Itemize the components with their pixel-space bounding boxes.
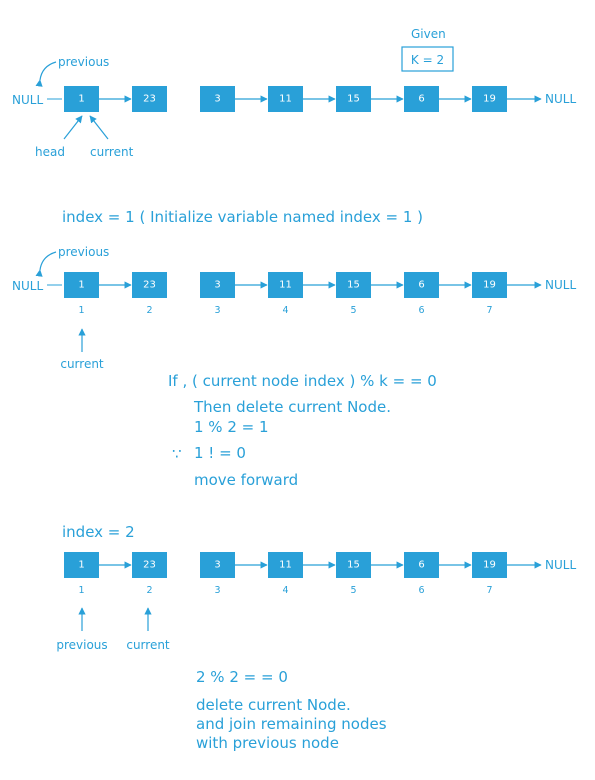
list-node-23: [132, 86, 167, 112]
node-value: 11: [279, 94, 292, 105]
node-value: 23: [143, 94, 156, 105]
node-value: 1: [78, 280, 84, 291]
node-index: 2: [146, 585, 152, 596]
action-line-1: delete current Node.: [196, 696, 351, 714]
node-value: 15: [347, 280, 360, 291]
node-index: 1: [78, 305, 84, 316]
section2-title: index = 1 ( Initialize variable named in…: [62, 208, 423, 226]
node-value: 11: [279, 560, 292, 571]
node-value: 6: [418, 560, 424, 571]
node-index: 5: [350, 585, 356, 596]
node-index: 6: [418, 305, 424, 316]
action-line-3: with previous node: [196, 734, 339, 752]
previous-label: previous: [58, 55, 109, 69]
action-text: move forward: [194, 471, 298, 489]
node-value: 19: [483, 560, 496, 571]
node-index: 1: [78, 585, 84, 596]
head-pointer-arrow: [63, 115, 83, 140]
node-index: 7: [486, 305, 492, 316]
list-node-19: [472, 552, 507, 578]
null-right: NULL: [545, 558, 576, 572]
head-label: head: [35, 145, 65, 159]
current-label: current: [60, 357, 104, 371]
list-node-3: [200, 552, 235, 578]
node-index: 4: [282, 305, 288, 316]
null-left: NULL: [12, 93, 43, 107]
calc-text: 2 % 2 = = 0: [196, 668, 288, 686]
node-value: 11: [279, 280, 292, 291]
previous-pointer-arrow: [35, 61, 57, 87]
list-node-19: [472, 86, 507, 112]
null-right: NULL: [545, 278, 576, 292]
previous-pointer-arrow: [35, 251, 57, 277]
list-node-3: [200, 272, 235, 298]
node-value: 3: [214, 280, 220, 291]
current-label: current: [126, 638, 170, 652]
list-node-6: [404, 272, 439, 298]
node-value: 3: [214, 560, 220, 571]
list-node-6: [404, 86, 439, 112]
node-value: 19: [483, 94, 496, 105]
node-value: 3: [214, 94, 220, 105]
section3-title: index = 2: [62, 523, 135, 541]
node-value: 15: [347, 560, 360, 571]
node-value: 19: [483, 280, 496, 291]
list-node-11: [268, 272, 303, 298]
node-value: 1: [78, 94, 84, 105]
node-row: 1 23 3 11 15 6 19 NULL: [47, 86, 576, 112]
action-line-2: and join remaining nodes: [196, 715, 387, 733]
given-label: Given: [411, 27, 446, 41]
list-node-1: [64, 272, 99, 298]
list-node-23: [132, 272, 167, 298]
node-value: 6: [418, 94, 424, 105]
node-index: 7: [486, 585, 492, 596]
list-node-6: [404, 552, 439, 578]
node-index: 2: [146, 305, 152, 316]
list-node-1: [64, 86, 99, 112]
list-node-11: [268, 552, 303, 578]
node-index: 3: [214, 305, 220, 316]
node-value: 23: [143, 280, 156, 291]
list-node-11: [268, 86, 303, 112]
node-index: 5: [350, 305, 356, 316]
list-node-1: [64, 552, 99, 578]
calc-text: 1 % 2 = 1: [194, 418, 269, 436]
node-value: 1: [78, 560, 84, 571]
list-node-15: [336, 552, 371, 578]
because-symbol: ∵: [172, 445, 182, 463]
given-value: K = 2: [411, 53, 444, 67]
section-1: Given K = 2 previous NULL 1 23 3 11 15 6 19 NUL…: [12, 27, 576, 159]
condition-text: If , ( current node index ) % k = = 0: [168, 372, 437, 390]
list-node-15: [336, 272, 371, 298]
node-index: 3: [214, 585, 220, 596]
null-right: NULL: [545, 92, 576, 106]
null-left: NULL: [12, 279, 43, 293]
then-text: Then delete current Node.: [193, 398, 391, 416]
given-box: [401, 46, 454, 72]
list-node-23: [132, 552, 167, 578]
previous-label: previous: [58, 245, 109, 259]
node-index: 6: [418, 585, 424, 596]
list-node-19: [472, 272, 507, 298]
node-value: 15: [347, 94, 360, 105]
list-node-3: [200, 86, 235, 112]
node-value: 6: [418, 280, 424, 291]
because-text: 1 ! = 0: [194, 444, 246, 462]
section-2: index = 1 ( Initialize variable named in…: [12, 208, 576, 489]
current-pointer-arrow: [89, 115, 109, 140]
current-label: current: [90, 145, 134, 159]
previous-label: previous: [56, 638, 107, 652]
list-node-15: [336, 86, 371, 112]
node-index: 4: [282, 585, 288, 596]
node-value: 23: [143, 560, 156, 571]
